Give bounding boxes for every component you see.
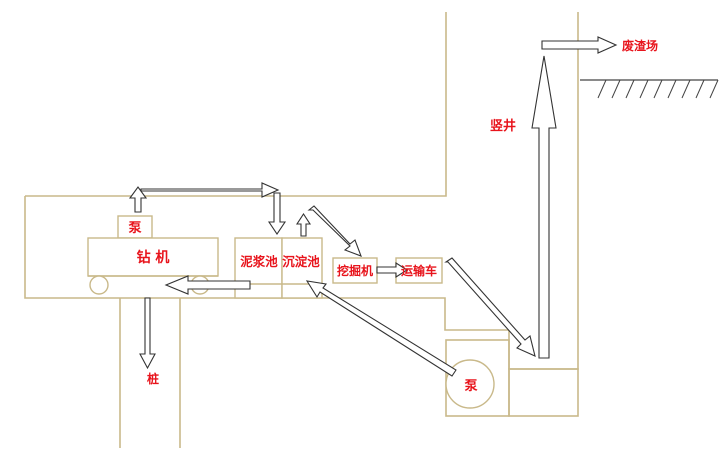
pump-bottom-circle — [445, 359, 495, 409]
arrow-shaft-up — [531, 55, 557, 359]
label-waste-site: 废渣场 — [622, 38, 658, 53]
label-pump-bottom: 泵 — [464, 379, 477, 394]
arrow-to-waste-site — [541, 36, 618, 54]
label-excavator: 挖掘机 — [337, 263, 373, 278]
arrow-top-right — [140, 182, 280, 198]
arrow-sediment-up — [295, 212, 312, 237]
label-sediment-pit: 沉淀池 — [282, 254, 320, 269]
label-pump-top: 泵 — [128, 221, 141, 236]
label-truck: 运输车 — [401, 263, 437, 278]
label-shaft: 竖井 — [490, 118, 516, 134]
ground-surface — [580, 79, 719, 99]
sediment-pit-box — [281, 237, 323, 299]
arrow-excavator-to-truck — [376, 261, 409, 279]
flow-arrows — [128, 36, 618, 377]
drill-body — [87, 237, 219, 277]
arrow-pump-to-sediment — [305, 280, 457, 377]
arrow-return-left — [164, 275, 251, 295]
label-pile: 桩 — [147, 371, 159, 386]
drill-wheel-left — [89, 275, 109, 295]
arrow-truck-to-shaft — [444, 257, 536, 357]
pile-hole-walls — [119, 298, 181, 448]
arrow-drill-up — [128, 186, 148, 213]
arrow-to-excavator — [307, 205, 362, 257]
label-mud-pit: 泥浆池 — [240, 254, 278, 269]
excavator-box — [332, 257, 378, 284]
shaft-base — [508, 368, 579, 417]
arrow-down-to-pile — [139, 297, 156, 370]
labels: 泵 钻 机 泥浆池 沉淀池 挖掘机 运输车 桩 泵 竖井 废渣场 — [128, 38, 658, 394]
arrow-down-to-mud-pit — [267, 192, 287, 235]
drill-rig — [87, 215, 219, 295]
structure-walls — [24, 12, 579, 448]
label-drill: 钻 机 — [137, 249, 170, 266]
